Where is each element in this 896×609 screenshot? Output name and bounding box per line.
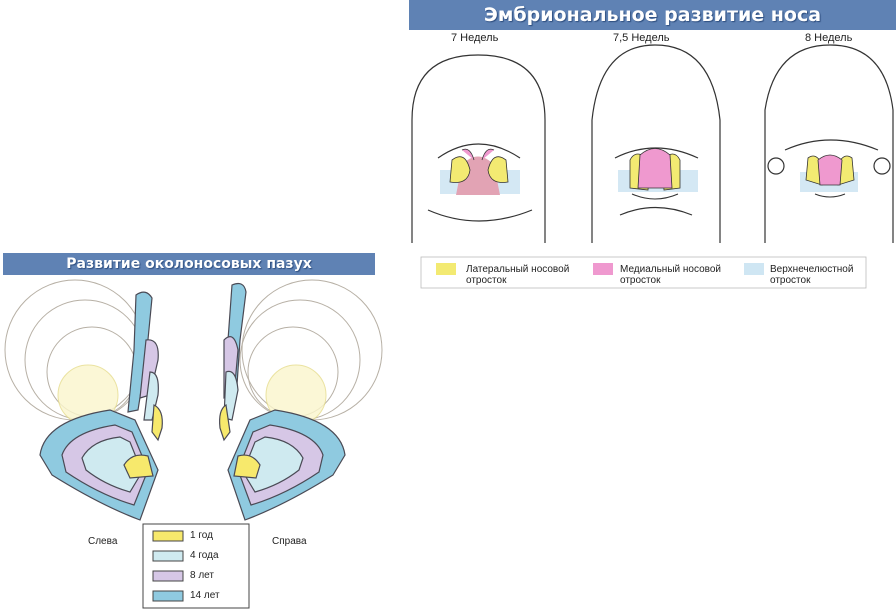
sinus-title: Развитие околоносовых пазух [3,253,375,275]
nasal-processes-7-5 [618,148,698,200]
stage-label-7-5: 7,5 Недель [613,32,670,44]
legend-label-medial: Медиальный носовой отросток [620,264,721,286]
embryo-head-7-5 [591,44,721,243]
legend-label-lateral: Латеральный носовой отросток [466,264,570,286]
legend-swatch-maxillary [744,263,764,275]
sinus-legend [142,523,250,609]
left-maxillary-sinus [39,409,159,521]
right-side-label: Справа [272,536,307,547]
legend-label-maxillary: Верхнечелюстной отросток [770,264,854,286]
ethmoid-sinuses [127,282,247,442]
embryo-head-8 [764,44,894,243]
legend-label-14-years: 14 лет [190,590,220,601]
stage-label-7: 7 Недель [451,32,499,44]
right-maxillary-sinus [227,409,346,521]
nasal-processes-7 [440,148,520,195]
legend-label-1-year: 1 год [190,530,213,541]
legend-swatch-medial [593,263,613,275]
legend-label-8-years: 8 лет [190,570,214,581]
legend-swatch-lateral [436,263,456,275]
legend-label-4-years: 4 года [190,550,219,561]
stage-label-8: 8 Недель [805,32,853,44]
nasal-processes-8 [800,154,858,198]
left-side-label: Слева [88,536,118,547]
embryo-title: Эмбриональное развитие носа [409,0,896,30]
embryo-legend [420,256,867,289]
embryo-head-7 [411,54,546,243]
